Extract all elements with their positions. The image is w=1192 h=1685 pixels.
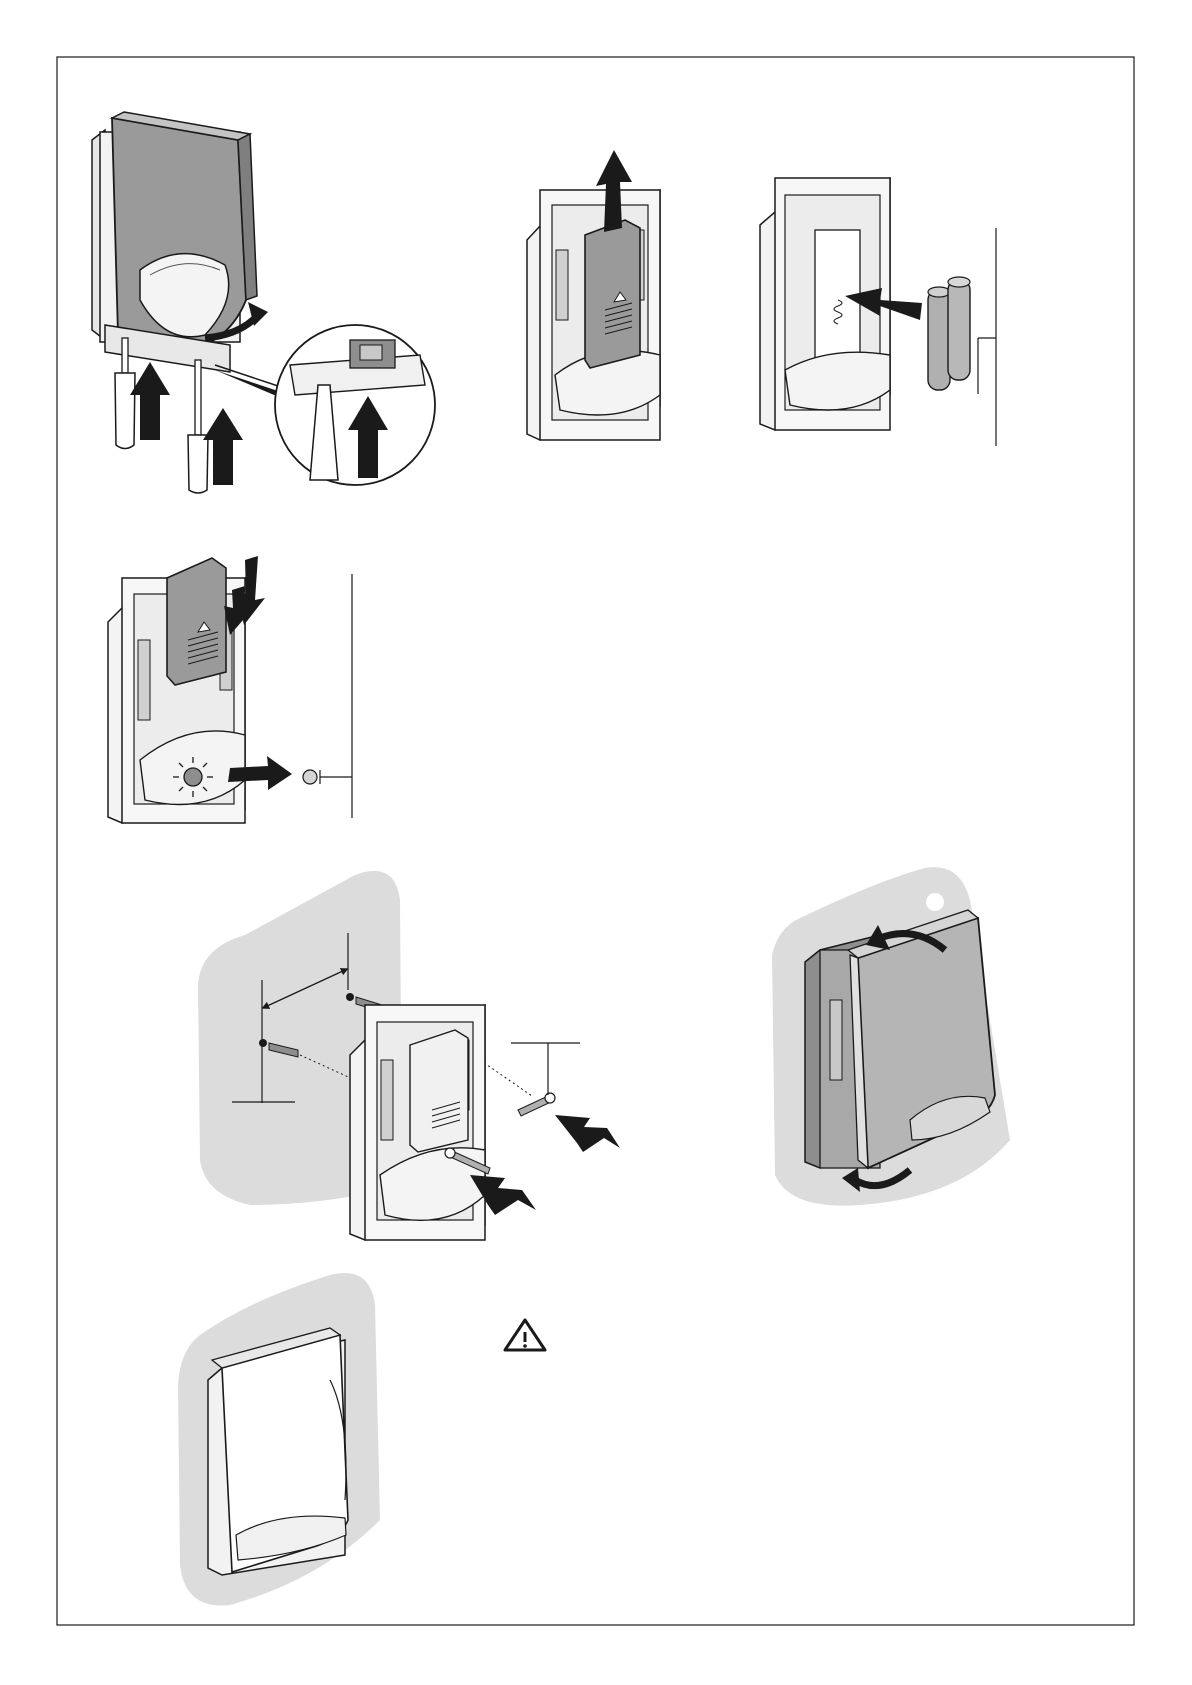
arrow-icon bbox=[130, 362, 170, 440]
step-open-cover bbox=[92, 112, 435, 493]
step-remove-transmitter bbox=[527, 150, 660, 440]
step-mount-on-wall bbox=[198, 871, 620, 1240]
battery-icon bbox=[948, 277, 970, 380]
warning-triangle-icon bbox=[505, 1320, 545, 1350]
step-close-cover bbox=[772, 867, 1010, 1205]
transmitter-module bbox=[167, 558, 226, 685]
led-icon bbox=[303, 770, 317, 784]
led-icon bbox=[173, 757, 213, 797]
battery-icon bbox=[928, 287, 950, 390]
screwdriver-icon bbox=[188, 360, 208, 493]
arrow-icon bbox=[555, 1115, 620, 1152]
screw-icon bbox=[518, 1093, 555, 1116]
step-replace-transmitter-led-check bbox=[108, 556, 352, 823]
step-insert-batteries bbox=[760, 178, 996, 446]
step-mounted-detector bbox=[178, 1273, 380, 1606]
transmitter-module bbox=[585, 220, 640, 368]
arrow-icon bbox=[203, 408, 243, 485]
